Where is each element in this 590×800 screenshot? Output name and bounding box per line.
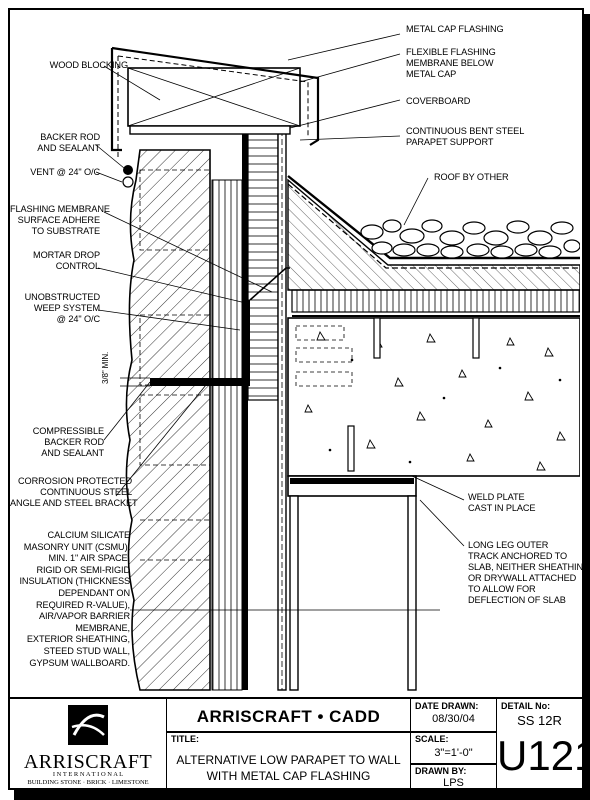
- roof-membrane: [287, 175, 580, 260]
- drawn-by-value: LPS: [443, 777, 464, 789]
- logo-tagline: BUILDING STONE · BRICK · LIMESTONE: [27, 779, 149, 786]
- interior-stud: [289, 495, 299, 691]
- cant-insulation: [287, 178, 580, 291]
- sheet-shadow-right: [584, 14, 590, 800]
- date-label: DATE DRAWN:: [415, 701, 479, 711]
- company-name: ARRISCRAFT • CADD: [196, 707, 381, 726]
- anchors: [347, 317, 480, 472]
- label-metal-cap-flashing: METAL CAP FLASHING: [406, 24, 504, 34]
- csmu-veneer: [125, 149, 211, 691]
- coverboard: [129, 125, 291, 135]
- logo-area: ARRISCRAFT I N T E R N A T I O N A L BUI…: [10, 699, 166, 790]
- date-value: 08/30/04: [432, 713, 475, 725]
- label-dimension: 3/8" MIN.: [101, 351, 110, 384]
- rigid-insulation: [211, 179, 243, 691]
- label-coverboard: COVERBOARD: [406, 96, 471, 106]
- detail-cell: DETAIL No: SS 12R U121: [496, 699, 590, 790]
- sheet-border: [8, 8, 584, 790]
- arriscraft-logo-icon: [68, 705, 108, 745]
- logo-name: ARRISCRAFT: [23, 751, 153, 773]
- date-scale-cell: DATE DRAWN: 08/30/04 SCALE: 3"=1'-0" DRA…: [410, 699, 496, 790]
- drawn-by-label: DRAWN BY:: [415, 766, 467, 776]
- company-title-cell: ARRISCRAFT • CADD TITLE: ALTERNATIVE LOW…: [166, 699, 410, 790]
- label-wood-blocking: WOOD BLOCKING: [49, 60, 128, 70]
- metal-cap-flashing: [111, 46, 320, 146]
- roof-gravel: [360, 219, 580, 259]
- label-roof-by-other: ROOF BY OTHER: [434, 172, 509, 182]
- detail-number: U121: [497, 732, 590, 779]
- title-label: TITLE:: [171, 734, 199, 744]
- backer-rod: [123, 165, 133, 175]
- scale-label: SCALE:: [415, 734, 449, 744]
- logo-sub: I N T E R N A T I O N A L: [52, 771, 124, 778]
- sheathing-band: [242, 130, 248, 690]
- title-line-1: ALTERNATIVE LOW PARAPET TO WALL: [176, 753, 401, 767]
- detail-code: SS 12R: [517, 713, 562, 728]
- detail-label: DETAIL No:: [501, 701, 551, 711]
- parapet-section-drawing: [95, 33, 580, 691]
- title-line-2: WITH METAL CAP FLASHING: [206, 769, 371, 783]
- scale-value: 3"=1'-0": [434, 747, 473, 759]
- sheet-shadow-bottom: [14, 790, 590, 800]
- title-block: ARRISCRAFT I N T E R N A T I O N A L BUI…: [10, 697, 590, 790]
- leader-lines: [95, 33, 465, 611]
- parapet-stud: [247, 129, 279, 401]
- label-vent: VENT @ 24" O/C: [30, 167, 100, 177]
- roof-insulation: [291, 289, 580, 313]
